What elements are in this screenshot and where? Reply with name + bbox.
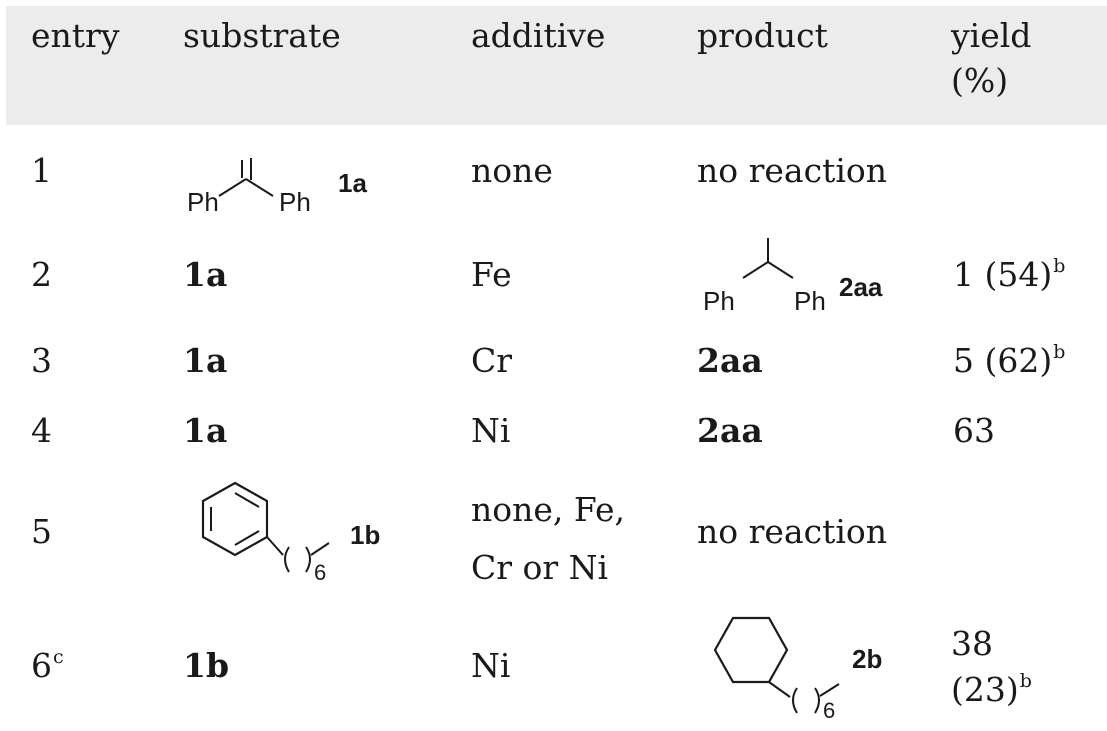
row6-yield-cont: (23)b (951, 668, 1032, 717)
footnote-marker: c (53, 646, 64, 668)
header-additive: additive (471, 16, 606, 55)
row6-entry: 6c (31, 644, 64, 693)
row5-product: no reaction (697, 512, 888, 551)
row5-entry: 5 (31, 512, 52, 551)
row1-entry: 1 (31, 151, 52, 190)
header-yield-unit: (%) (951, 61, 1009, 100)
row3-entry: 3 (31, 341, 52, 380)
footnote-marker: b (1019, 670, 1032, 692)
row4-entry: 4 (31, 411, 52, 450)
entry-value: 6 (31, 646, 52, 685)
row2-substrate: 1a (183, 255, 228, 294)
structure-2b: 6 2b (713, 616, 882, 723)
header-substrate: substrate (183, 16, 341, 55)
row4-yield: 63 (953, 411, 995, 450)
repeat-subscript: 6 (314, 560, 326, 585)
header-yield: yield (951, 16, 1032, 55)
row3-additive: Cr (471, 341, 513, 380)
row4-product: 2aa (697, 411, 763, 450)
header-product: product (697, 16, 828, 55)
row3-product: 2aa (697, 341, 763, 380)
ph-label: Ph (279, 187, 311, 217)
row3-substrate: 1a (183, 341, 228, 380)
row4-additive: Ni (471, 411, 511, 450)
row6-additive: Ni (471, 646, 511, 685)
ph-label: Ph (703, 286, 735, 316)
ph-label: Ph (187, 187, 219, 217)
structure-2aa: Ph Ph 2aa (703, 238, 883, 316)
row5-additive: none, Fe, (471, 490, 625, 529)
compound-label-1b: 1b (350, 520, 380, 550)
compound-label-1a: 1a (338, 168, 367, 198)
row2-additive: Fe (471, 255, 512, 294)
ph-label: Ph (794, 286, 826, 316)
compound-label-2aa: 2aa (839, 272, 883, 302)
footnote-marker: b (1053, 341, 1066, 363)
row2-yield: 1 (54)b (953, 253, 1065, 302)
header-entry: entry (31, 16, 120, 55)
yield-value: 5 (62) (953, 341, 1053, 380)
row3-yield: 5 (62)b (953, 339, 1065, 388)
row2-entry: 2 (31, 255, 52, 294)
structure-1b: 6 1b (201, 481, 380, 585)
structure-1a: Ph Ph 1a (187, 158, 367, 217)
row1-additive: none (471, 151, 553, 190)
table-header (6, 6, 1107, 125)
row1-product: no reaction (697, 151, 888, 190)
row5-additive-cont: Cr or Ni (471, 548, 609, 587)
repeat-subscript: 6 (823, 698, 835, 723)
yield-value: 1 (54) (953, 255, 1053, 294)
footnote-marker: b (1053, 255, 1066, 277)
row6-substrate: 1b (183, 646, 230, 685)
compound-label-2b: 2b (852, 644, 882, 674)
row4-substrate: 1a (183, 411, 228, 450)
yield-value: (23) (951, 670, 1019, 709)
row6-yield: 38 (951, 624, 993, 663)
